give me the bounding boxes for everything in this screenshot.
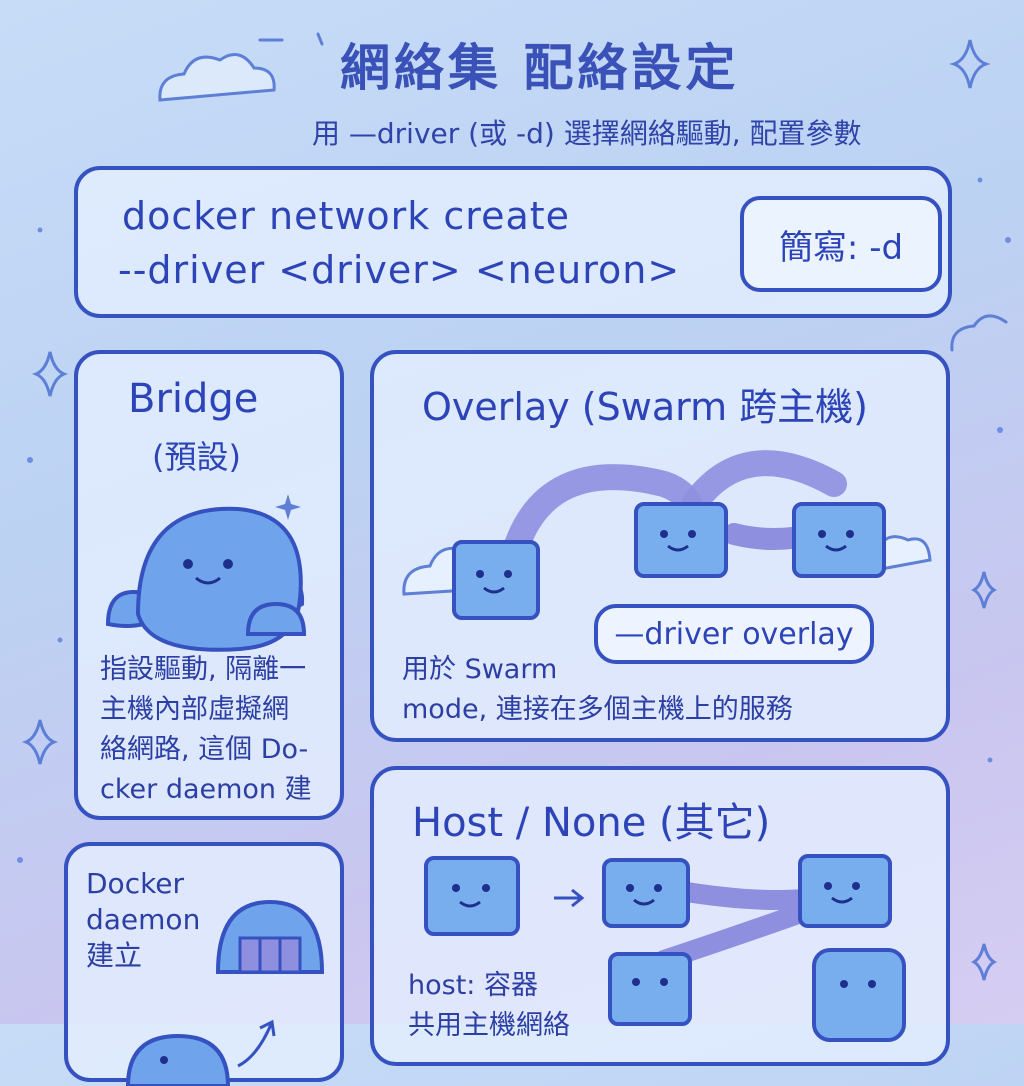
bridge-subtitle: (預設)	[152, 438, 241, 476]
host-none-title: Host / None (其它)	[412, 800, 771, 846]
arrow-up-right-icon	[237, 1019, 276, 1068]
overlay-desc-line: 用於 Swarm	[402, 654, 558, 685]
command-panel: docker network create --driver <driver> …	[74, 166, 952, 318]
container-cube-icon	[602, 858, 690, 928]
overlay-driver-pill: —driver overlay	[594, 604, 874, 664]
container-cube-icon	[812, 948, 906, 1042]
whale-mascot-icon	[105, 494, 307, 652]
shorthand-badge: 簡寫: -d	[740, 196, 942, 292]
overlay-panel: Overlay (Swarm 跨主機) —driver overlay 用於 S…	[370, 350, 950, 742]
overlay-title: Overlay (Swarm 跨主機)	[422, 385, 868, 429]
host-network-illustration	[424, 854, 906, 1042]
host-desc-line: host: 容器	[408, 970, 538, 1001]
container-cube-icon	[424, 856, 520, 936]
bridge-title: Bridge	[128, 376, 259, 422]
cloud-icon	[950, 314, 1008, 352]
bridge-gate-icon	[215, 899, 325, 974]
host-none-panel: Host / None (其它) host: 容器 共用主機網絡	[370, 766, 950, 1066]
sparkle-icon	[21, 719, 59, 765]
container-cube-icon	[452, 540, 540, 620]
page-subtitle: 用 —driver (或 -d) 選擇網絡驅動, 配置參數	[312, 117, 862, 150]
host-desc-line: 共用主機網絡	[408, 1010, 570, 1041]
bridge-desc-line: 絡網路, 這個 Do-	[100, 734, 309, 765]
overlay-network-illustration	[402, 450, 932, 620]
sparkle-icon	[31, 351, 69, 397]
whale-mascot-icon	[125, 1033, 231, 1086]
docker-daemon-panel: Docker daemon 建立	[64, 842, 344, 1086]
container-cube-icon	[798, 854, 892, 928]
daemon-line: Docker	[86, 867, 185, 900]
daemon-illustration	[125, 899, 325, 1086]
decoration-layer	[17, 32, 1011, 981]
cloud-icon	[158, 53, 276, 102]
sparkle-icon	[970, 571, 998, 609]
bridge-desc-line: 指設驅動, 隔離一	[100, 654, 307, 685]
container-cube-icon	[608, 952, 692, 1026]
bridge-panel: Bridge (預設) 指設驅動, 隔離一 主機內部虛擬網 絡網路, 這個 Do…	[74, 350, 344, 820]
command-line-1: docker network create	[122, 194, 571, 238]
bridge-desc-line: 主機內部虛擬網	[100, 694, 289, 725]
container-cube-icon	[792, 502, 886, 578]
command-line-2: --driver <driver> <neuron>	[118, 248, 681, 292]
daemon-line: daemon	[86, 903, 201, 936]
arrow-right-icon	[554, 888, 585, 908]
overlay-desc-line: mode, 連接在多個主機上的服務	[402, 694, 793, 725]
daemon-line: 建立	[86, 939, 143, 972]
sparkle-icon	[949, 39, 991, 89]
sparkle-icon	[275, 494, 301, 520]
sparkle-icon	[970, 943, 998, 981]
page-title: 網絡集 配絡設定	[340, 39, 740, 97]
container-cube-icon	[634, 502, 728, 578]
bridge-desc-line: cker daemon 建	[100, 774, 312, 805]
